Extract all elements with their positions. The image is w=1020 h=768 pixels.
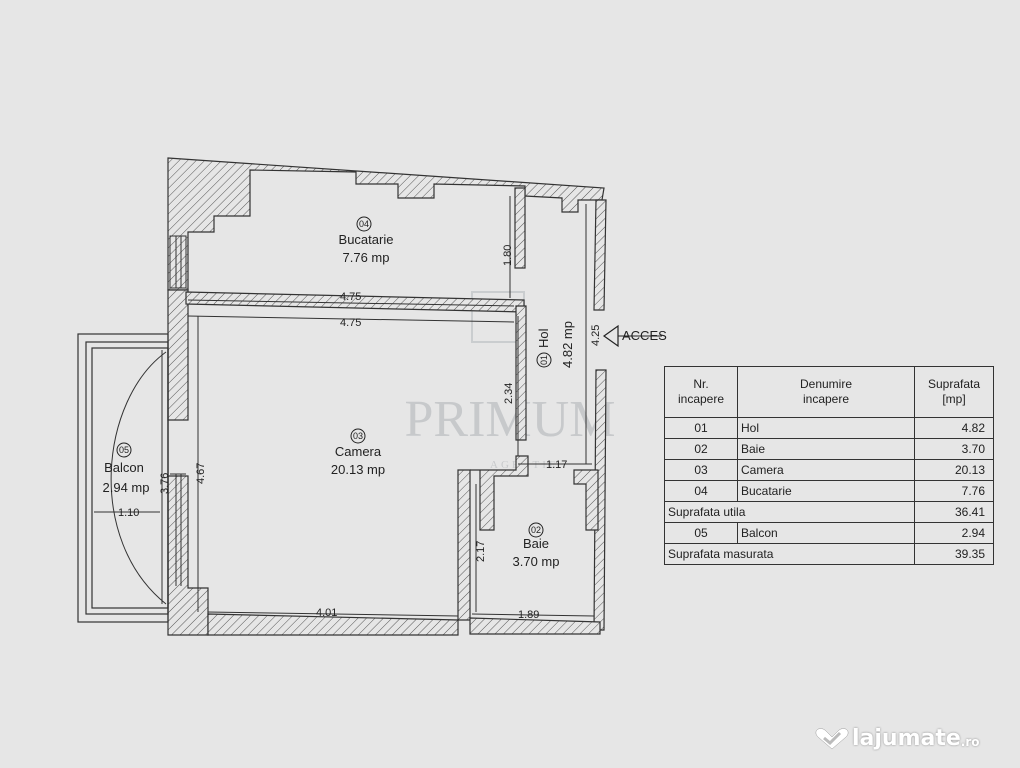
dim-hall-lower: 1.17	[546, 459, 567, 471]
area-table: Nr. incapere Denumire incapere Suprafata…	[664, 366, 994, 565]
heart-check-icon	[815, 727, 849, 749]
room-area-01: 4.82 mp	[560, 321, 575, 368]
table-header: Nr. incapere Denumire incapere Suprafata…	[664, 366, 994, 418]
access-marker[interactable]: ACCES	[602, 324, 667, 348]
svg-text:Hol: Hol	[536, 328, 551, 348]
svg-text:01: 01	[539, 355, 549, 365]
dim-hall-upper: 2.34	[503, 383, 515, 404]
watermark: PRIMUM AGENTIE	[405, 291, 616, 471]
svg-text:02: 02	[531, 525, 541, 535]
room-label-05: 05 Balcon 2.94 mp	[103, 442, 150, 495]
svg-text:2.94 mp: 2.94 mp	[103, 480, 150, 495]
brand-name: lajumate	[852, 726, 961, 751]
brand-tld: .ro	[960, 734, 980, 749]
dim-balcony-length: 3.76	[159, 473, 171, 494]
svg-text:Balcon: Balcon	[104, 460, 144, 475]
room-label-04: 04 Bucatarie 7.76 mp	[339, 216, 394, 265]
access-label: ACCES	[622, 328, 667, 343]
dim-kitchen-width: 4.75	[340, 291, 361, 303]
dim-room-width: 4.75	[340, 317, 361, 329]
svg-text:Camera: Camera	[335, 444, 382, 459]
svg-text:7.76 mp: 7.76 mp	[343, 250, 390, 265]
svg-text:Bucatarie: Bucatarie	[339, 232, 394, 247]
dim-kitchen-depth: 1.80	[502, 245, 514, 266]
dim-balcony-width: 1.10	[118, 507, 139, 519]
room-label-03: 03 Camera 20.13 mp	[331, 428, 385, 477]
balcony-outline	[77, 333, 169, 623]
room-label-01: 01 Hol	[536, 328, 552, 368]
watermark-main: PRIMUM	[405, 391, 616, 448]
dim-room-bottom: 4.01	[316, 607, 337, 619]
dim-bath-width: 1.89	[518, 609, 539, 621]
header-name: Denumire incapere	[737, 366, 915, 418]
dim-room-height: 4.67	[195, 463, 207, 484]
dim-bath-height: 2.17	[475, 541, 487, 562]
dimension-texts: 4.75 4.75 1.80 4.25 2.34 1.17 4.67 3.76 …	[118, 245, 602, 621]
svg-text:03: 03	[353, 431, 363, 441]
dim-hall-length: 4.25	[590, 325, 602, 346]
svg-text:04: 04	[359, 219, 369, 229]
svg-text:20.13 mp: 20.13 mp	[331, 462, 385, 477]
header-nr: Nr. incapere	[664, 366, 738, 418]
svg-text:Baie: Baie	[523, 536, 549, 551]
window-frames	[169, 235, 187, 586]
dimension-lines	[94, 196, 595, 617]
header-area: Suprafata [mp]	[914, 366, 994, 418]
svg-text:3.70 mp: 3.70 mp	[513, 554, 560, 569]
room-label-02: 02 Baie 3.70 mp	[513, 522, 560, 569]
brand-logo: lajumate .ro	[812, 726, 980, 751]
svg-text:05: 05	[119, 445, 129, 455]
